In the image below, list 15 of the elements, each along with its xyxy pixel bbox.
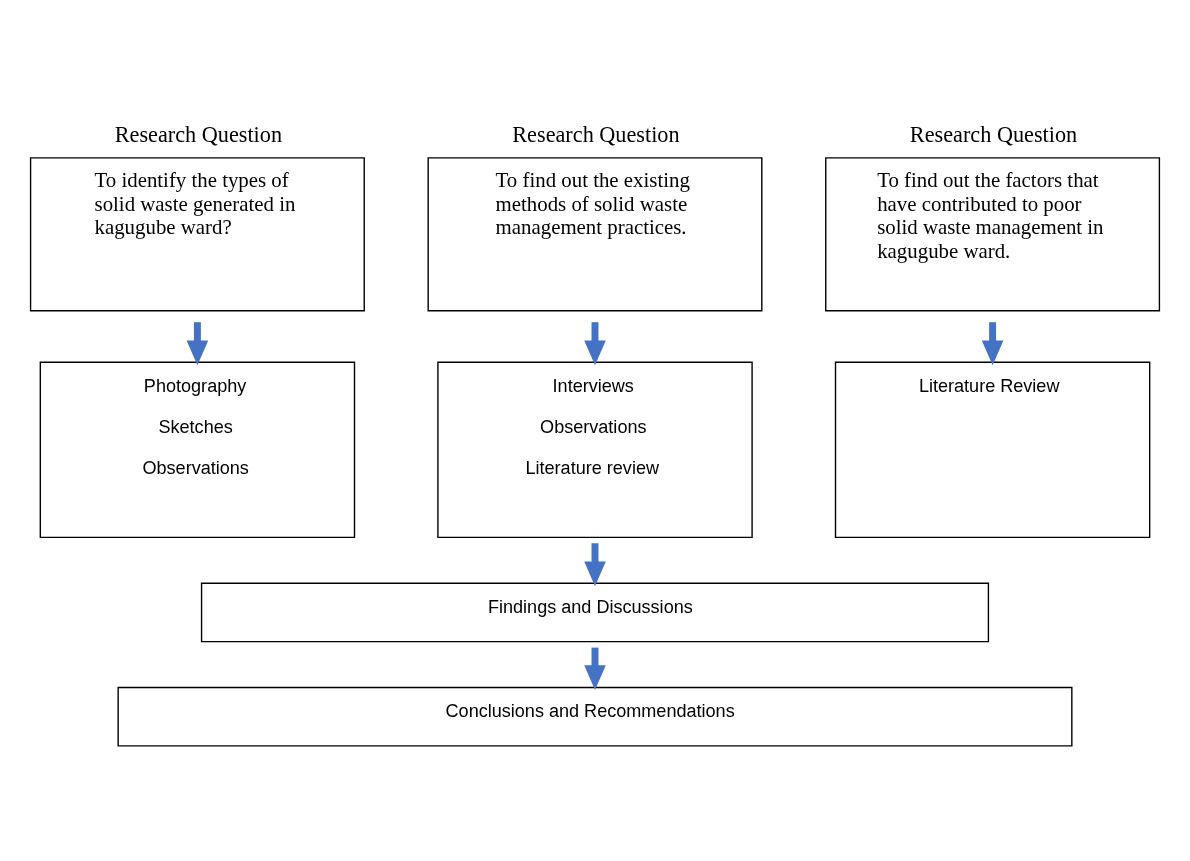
node-box: To find out the factors that have contributed to poor solid waste management in kagugube ward.	[825, 156, 1161, 311]
node-label: Research Question	[114, 121, 283, 147]
node-box: Photography Sketches Observations	[39, 361, 356, 538]
arrow	[584, 321, 606, 365]
node-box: To identify the types of solid waste generated in kagugube ward?	[29, 156, 365, 311]
arrow	[981, 321, 1004, 365]
node-box: To find out the existing methods of solid waste management practices.	[427, 156, 763, 311]
node-label: Research Question	[512, 121, 680, 147]
node-label: Research Question	[909, 121, 1078, 147]
node-box: Literature Review	[834, 361, 1151, 538]
node-box: Conclusions and Recommendations	[117, 686, 1073, 747]
node-box: Interviews Observations Literature review	[437, 361, 753, 538]
node-box: Findings and Discussions	[200, 582, 990, 642]
arrow	[584, 542, 606, 586]
arrow	[186, 321, 209, 365]
